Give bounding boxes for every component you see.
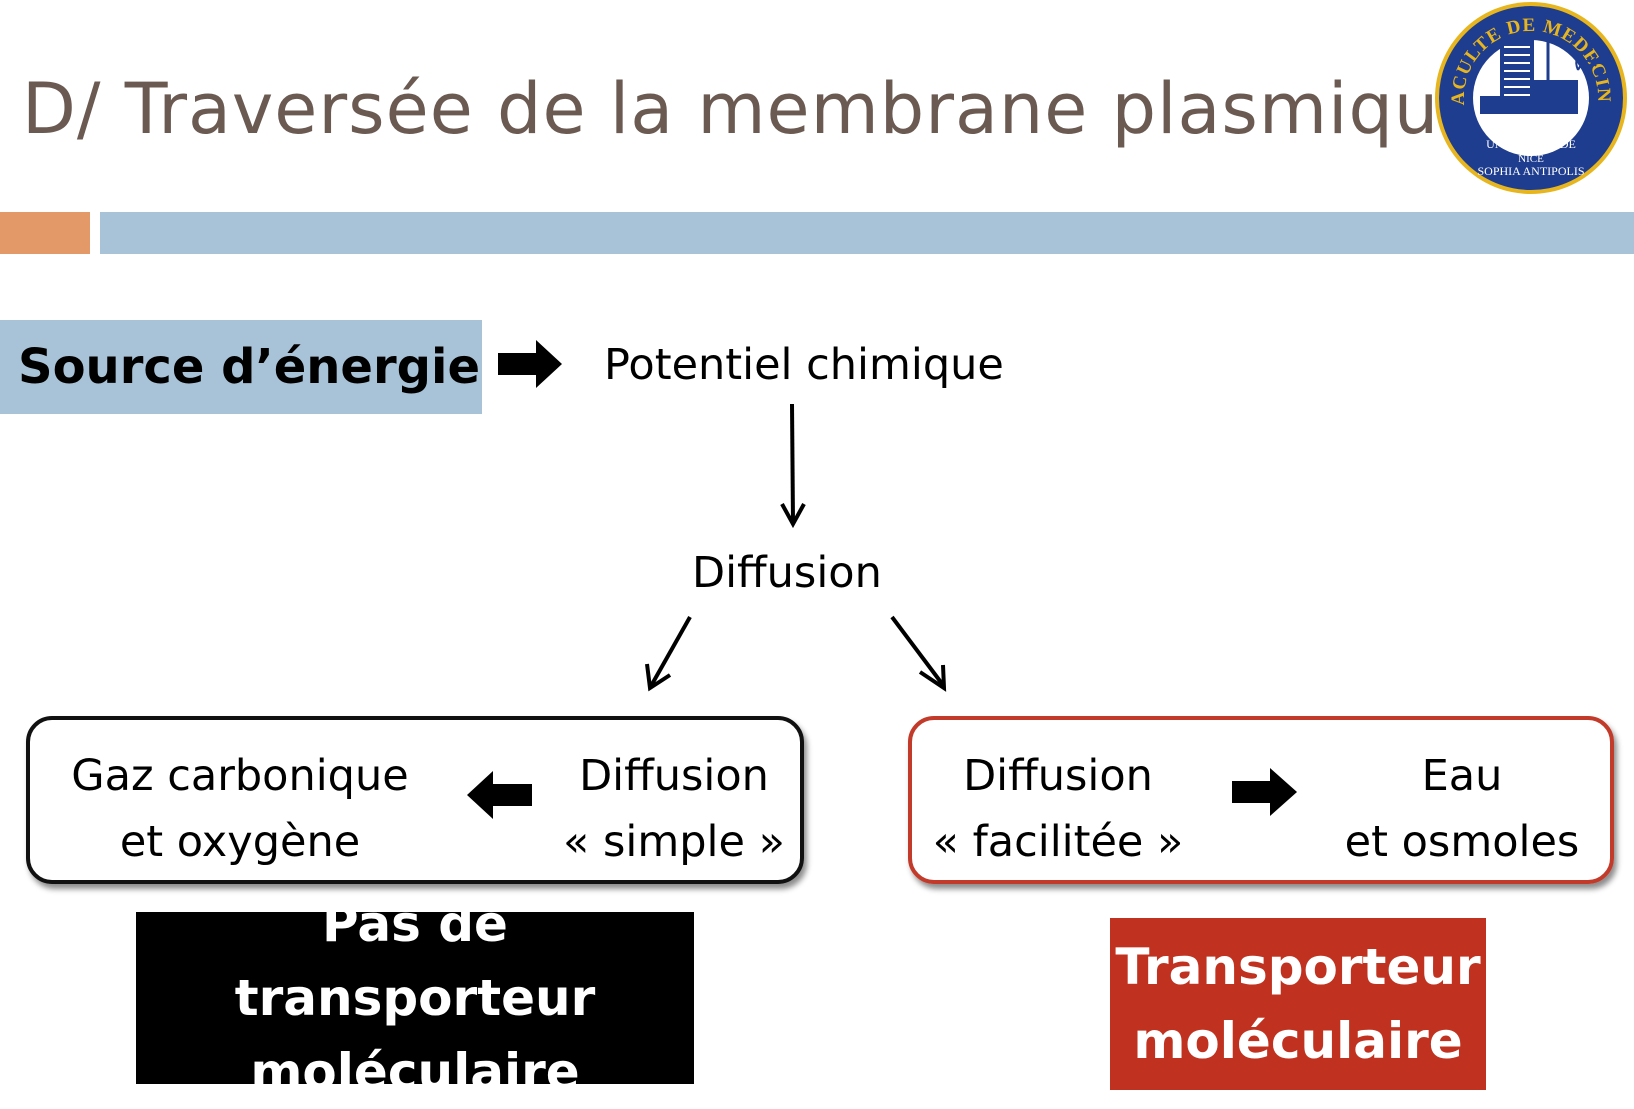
diagonal-arrow-right bbox=[890, 615, 947, 692]
faculty-logo: FACULTE DE MEDECINE UNIVERSITE DE NICE S… bbox=[1428, 0, 1627, 194]
left-block-arrow bbox=[467, 771, 532, 819]
no-transporter-line2: moléculaire bbox=[250, 1043, 580, 1101]
no-transporter-line1: Pas de transporteur bbox=[234, 895, 596, 1027]
source-energy-label: Source d’énergie bbox=[18, 339, 481, 395]
transporter-line1: Transporteur bbox=[1115, 938, 1481, 996]
transporter-box: Transporteur moléculaire bbox=[1110, 918, 1486, 1090]
facilitated-diffusion-label: Diffusion « facilitée » bbox=[918, 743, 1198, 875]
simple-diffusion-label: Diffusion « simple » bbox=[558, 743, 790, 875]
logo-line1: UNIVERSITE DE bbox=[1486, 137, 1576, 151]
slide-title: D/ Traversée de la membrane plasmique bbox=[22, 68, 1484, 150]
facilitated-diffusion-line1: Diffusion bbox=[963, 751, 1153, 801]
logo-line2: NICE bbox=[1518, 153, 1544, 165]
facilitated-diffusion-line2: « facilitée » bbox=[932, 817, 1184, 867]
gas-label: Gaz carbonique et oxygène bbox=[60, 743, 420, 875]
down-arrow bbox=[780, 403, 806, 529]
building-icon bbox=[1480, 40, 1597, 114]
diagonal-arrow-left bbox=[645, 616, 692, 692]
water-label-line2: et osmoles bbox=[1344, 817, 1580, 867]
accent-bar-orange bbox=[0, 212, 90, 254]
logo-line3: SOPHIA ANTIPOLIS bbox=[1477, 164, 1584, 178]
diffusion-label: Diffusion bbox=[692, 548, 882, 598]
transporter-line2: moléculaire bbox=[1133, 1012, 1463, 1070]
facilitated-diffusion-box bbox=[908, 716, 1614, 884]
potentiel-chimique-label: Potentiel chimique bbox=[604, 340, 1004, 390]
simple-diffusion-line2: « simple » bbox=[563, 817, 785, 867]
gas-label-line2: et oxygène bbox=[119, 817, 361, 867]
simple-diffusion-line1: Diffusion bbox=[579, 751, 769, 801]
water-osmoles-label: Eau et osmoles bbox=[1340, 743, 1584, 875]
right-block-arrow-source bbox=[498, 340, 562, 388]
accent-bar-blue bbox=[100, 212, 1634, 254]
water-label-line1: Eau bbox=[1421, 751, 1503, 801]
right-block-arrow bbox=[1232, 768, 1297, 816]
gas-label-line1: Gaz carbonique bbox=[71, 751, 409, 801]
no-transporter-box: Pas de transporteur moléculaire bbox=[136, 895, 694, 1101]
source-energy-box: Source d’énergie bbox=[0, 320, 482, 414]
simple-diffusion-box bbox=[26, 716, 804, 884]
